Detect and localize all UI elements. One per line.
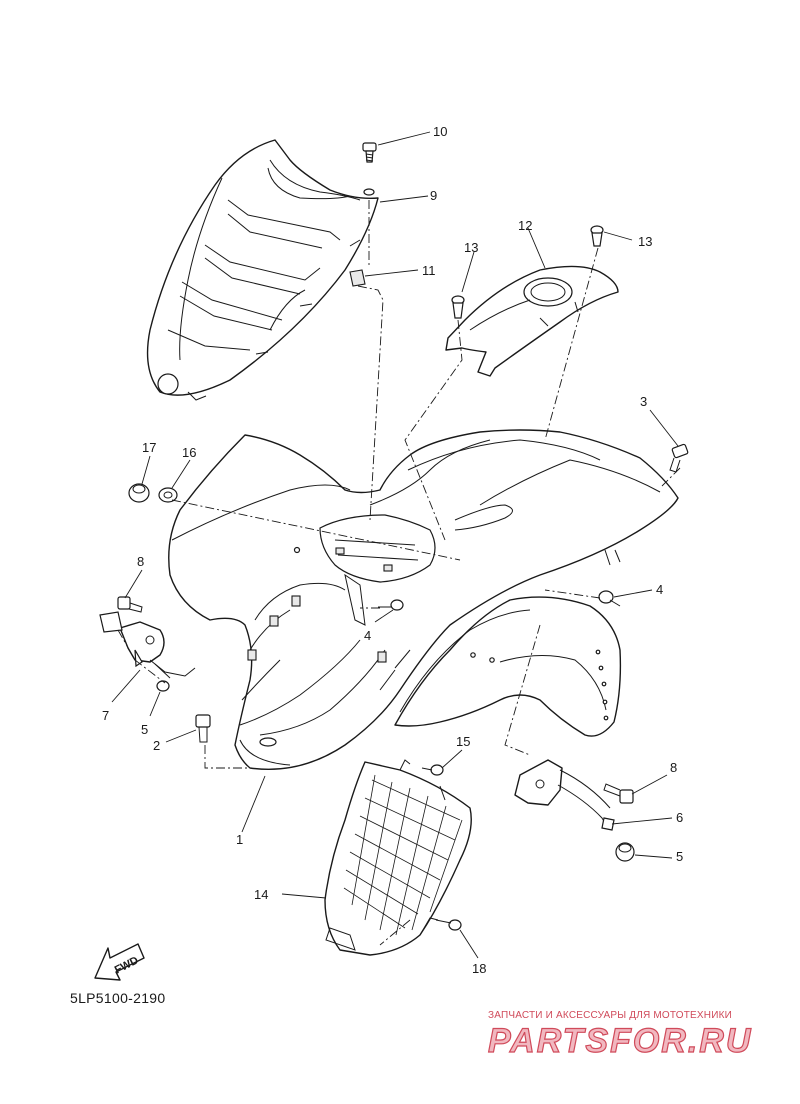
callout-16: 16 [182, 445, 196, 460]
front-grille-part-14 [324, 759, 472, 956]
callout-17: 17 [142, 440, 156, 455]
panel-cover-part-12 [445, 265, 619, 377]
fender-mudguard [394, 596, 622, 737]
callout-4-left: 4 [364, 628, 371, 643]
callout-4-right: 4 [656, 582, 663, 597]
assembly-lines [117, 200, 681, 946]
callout-5-left: 5 [141, 722, 148, 737]
callout-7: 7 [102, 708, 109, 723]
screw-part-4-right [598, 590, 621, 607]
grille-mesh [343, 774, 463, 936]
leader-lines [111, 131, 679, 959]
bracket-part-7 [99, 611, 196, 679]
callout-2: 2 [153, 738, 160, 753]
nut-part-17 [128, 483, 150, 503]
callout-1: 1 [236, 832, 243, 847]
headlight-cover-part-9 [146, 139, 379, 401]
screw-part-4-left [378, 599, 404, 611]
watermark-tagline: ЗАПЧАСТИ И АКСЕССУАРЫ ДЛЯ МОТОТЕХНИКИ [488, 1010, 733, 1021]
clip-part-13-right [590, 225, 604, 247]
callout-8-right: 8 [670, 760, 677, 775]
bolt-part-8-right [603, 783, 634, 804]
callout-5-right: 5 [676, 849, 683, 864]
watermark-logo-text: PARTSFOR.RU [488, 1022, 752, 1060]
callout-6: 6 [676, 810, 683, 825]
callout-10: 10 [433, 124, 447, 139]
washer-part-16 [158, 487, 178, 503]
front-fender-part-1 [168, 429, 679, 771]
screw-part-10 [362, 142, 377, 196]
callout-8-left: 8 [137, 554, 144, 569]
callout-14: 14 [254, 887, 268, 902]
callout-18: 18 [472, 961, 486, 976]
bolt-part-3 [669, 443, 689, 473]
clip-part-13-left [451, 295, 465, 319]
bolt-part-8-left [117, 596, 143, 613]
callout-9: 9 [430, 188, 437, 203]
bolt-part-2 [195, 714, 211, 743]
callout-13-right: 13 [638, 234, 652, 249]
screw-part-15 [421, 764, 444, 776]
callout-11: 11 [422, 263, 436, 278]
callout-3: 3 [640, 394, 647, 409]
callout-12: 12 [518, 218, 532, 233]
nut-part-5-right [615, 842, 635, 862]
screw-part-18 [435, 919, 462, 931]
callouts: 10 9 11 12 13 13 3 17 16 8 4 4 7 5 2 15 … [102, 124, 683, 976]
bracket-part-6 [514, 759, 615, 831]
part-code: 5LP5100-2190 [70, 990, 166, 1006]
clip-nut-part-11 [349, 269, 366, 287]
callout-15: 15 [456, 734, 470, 749]
callout-13-left: 13 [464, 240, 478, 255]
